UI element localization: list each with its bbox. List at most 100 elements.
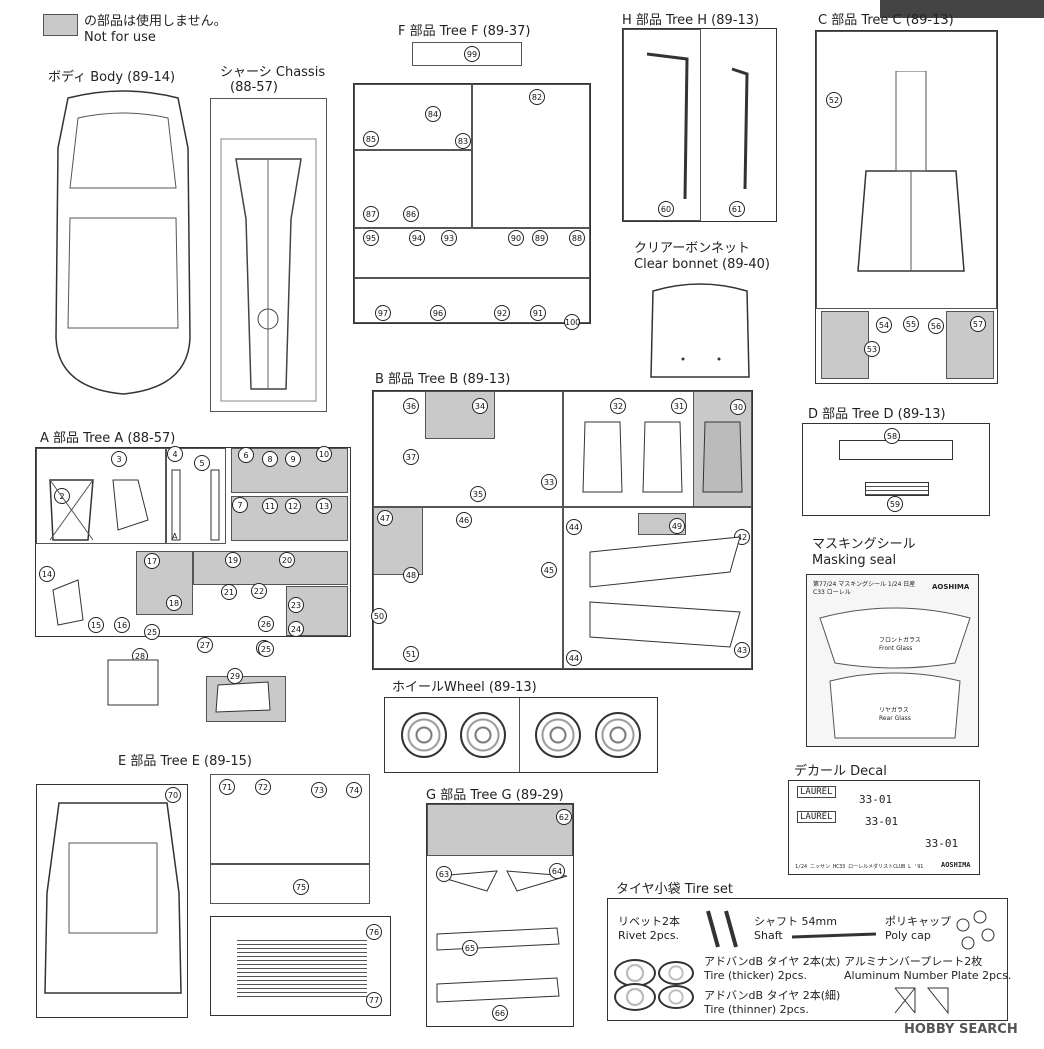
masking-front-jp: フロントガラス xyxy=(879,637,921,644)
chassis-title-2: (88-57) xyxy=(230,80,278,95)
part-A17: 17 xyxy=(144,553,160,569)
part-76: 76 xyxy=(366,924,382,940)
part-64: 64 xyxy=(549,863,565,879)
part-84: 84 xyxy=(425,106,441,122)
part-83: 83 xyxy=(455,133,471,149)
part-A12: 12 xyxy=(285,498,301,514)
tree-h-frame xyxy=(622,28,777,222)
masking-front-en: Front Glass xyxy=(879,645,913,652)
part-72: 72 xyxy=(255,779,271,795)
part-A27: 27 xyxy=(197,637,213,653)
part-100: 100 xyxy=(564,314,580,330)
masking-jp: マスキングシール xyxy=(812,537,916,552)
part-A10: 10 xyxy=(316,446,332,462)
part-86: 86 xyxy=(403,206,419,222)
part-A4: 4 xyxy=(167,446,183,462)
masking-rear-jp: リヤガラス xyxy=(879,707,909,714)
part-82: 82 xyxy=(529,89,545,105)
part-A8: 8 xyxy=(262,451,278,467)
tire-set-title: タイヤ小袋 Tire set xyxy=(616,882,733,897)
legend-en: Not for use xyxy=(84,30,156,45)
masking-en: Masking seal xyxy=(812,553,897,568)
part-30: 30 xyxy=(730,399,746,415)
part-A22: 22 xyxy=(251,583,267,599)
part-71: 71 xyxy=(219,779,235,795)
part-94: 94 xyxy=(409,230,425,246)
part-77: 77 xyxy=(366,992,382,1008)
wheel-2 xyxy=(460,712,506,758)
part-A14: 14 xyxy=(39,566,55,582)
part-44b: 44 xyxy=(566,650,582,666)
not-for-use-swatch xyxy=(43,14,78,36)
part-53: 53 xyxy=(864,341,880,357)
masking-header: 第77/24 マスキングシール 1/24 日産 C33 ローレル xyxy=(813,581,916,596)
part-A6: 6 xyxy=(238,447,254,463)
part-66: 66 xyxy=(492,1005,508,1021)
thick-en: Tire (thicker) 2pcs. xyxy=(704,969,807,982)
tree-b-seats xyxy=(582,421,743,648)
wheel-frame xyxy=(384,697,658,773)
part-62: 62 xyxy=(556,809,572,825)
tree-e-lower xyxy=(210,916,391,1016)
part-92: 92 xyxy=(494,305,510,321)
part-A25c: 25 xyxy=(258,641,274,657)
masking-rear-en: Rear Glass xyxy=(879,715,911,722)
thin-jp: アドバンdB タイヤ 2本(細) xyxy=(704,989,841,1002)
tire-thin-2 xyxy=(658,985,694,1009)
body-title: ボディ Body (89-14) xyxy=(48,70,176,85)
tree-e-sprue-mid xyxy=(210,864,370,904)
rivet-jp: リベット2本 xyxy=(618,915,680,928)
part-50: 50 xyxy=(371,608,387,624)
decal-plate-1: 33-01 xyxy=(859,793,893,806)
part-60: 60 xyxy=(658,201,674,217)
tree-g-title: G 部品 Tree G (89-29) xyxy=(426,788,564,803)
decal-plate-2: 33-01 xyxy=(865,815,899,828)
part-97: 97 xyxy=(375,305,391,321)
legend-jp: の部品は使用しません。 xyxy=(84,14,227,29)
wheel-4 xyxy=(595,712,641,758)
plate-jp: アルミナンバープレート2枚 xyxy=(844,955,983,968)
thick-jp: アドバンdB タイヤ 2本(太) xyxy=(704,955,841,968)
tire-thin-1 xyxy=(614,983,656,1011)
tree-b-title: B 部品 Tree B (89-13) xyxy=(375,372,511,387)
tree-f-frame xyxy=(353,83,591,324)
part-85: 85 xyxy=(363,131,379,147)
clear-bonnet-jp: クリアーボンネット xyxy=(634,241,750,256)
part-93: 93 xyxy=(441,230,457,246)
part-32: 32 xyxy=(610,398,626,414)
hobby-search-watermark: HOBBY SEARCH xyxy=(904,1022,1018,1037)
tree-e-sprue-top xyxy=(210,774,370,864)
part-A5: 5 xyxy=(194,455,210,471)
tree-a-letter: A xyxy=(172,532,178,541)
tree-e-title: E 部品 Tree E (89-15) xyxy=(118,754,252,769)
part-99: 99 xyxy=(464,46,480,62)
part-48: 48 xyxy=(403,567,419,583)
tree-h-title: H 部品 Tree H (89-13) xyxy=(622,13,760,28)
clear-bonnet-drawing xyxy=(650,283,750,378)
part-95: 95 xyxy=(363,230,379,246)
part-A23: 23 xyxy=(288,597,304,613)
part-74: 74 xyxy=(346,782,362,798)
body-drawing xyxy=(55,90,191,395)
part-57: 57 xyxy=(970,316,986,332)
part-A18: 18 xyxy=(166,595,182,611)
part-A7: 7 xyxy=(232,497,248,513)
part-47: 47 xyxy=(377,510,393,526)
tire-thick-2 xyxy=(658,961,694,985)
tree-e-body-frame xyxy=(36,784,188,1018)
rivet-en: Rivet 2pcs. xyxy=(618,929,680,942)
decal-plate-3: 33-01 xyxy=(925,837,959,850)
wheel-3 xyxy=(535,712,581,758)
tree-c-title: C 部品 Tree C (89-13) xyxy=(818,13,954,28)
part-A24: 24 xyxy=(288,621,304,637)
part-58: 58 xyxy=(884,428,900,444)
part-A25a: 25 xyxy=(144,624,160,640)
part-55: 55 xyxy=(903,316,919,332)
tree-a-drawings xyxy=(49,469,271,713)
chassis-title-1: シャーシ Chassis xyxy=(220,65,326,80)
part-A16: 16 xyxy=(114,617,130,633)
part-65: 65 xyxy=(462,940,478,956)
part-49: 49 xyxy=(669,518,685,534)
part-A21: 21 xyxy=(221,584,237,600)
part-96: 96 xyxy=(430,305,446,321)
